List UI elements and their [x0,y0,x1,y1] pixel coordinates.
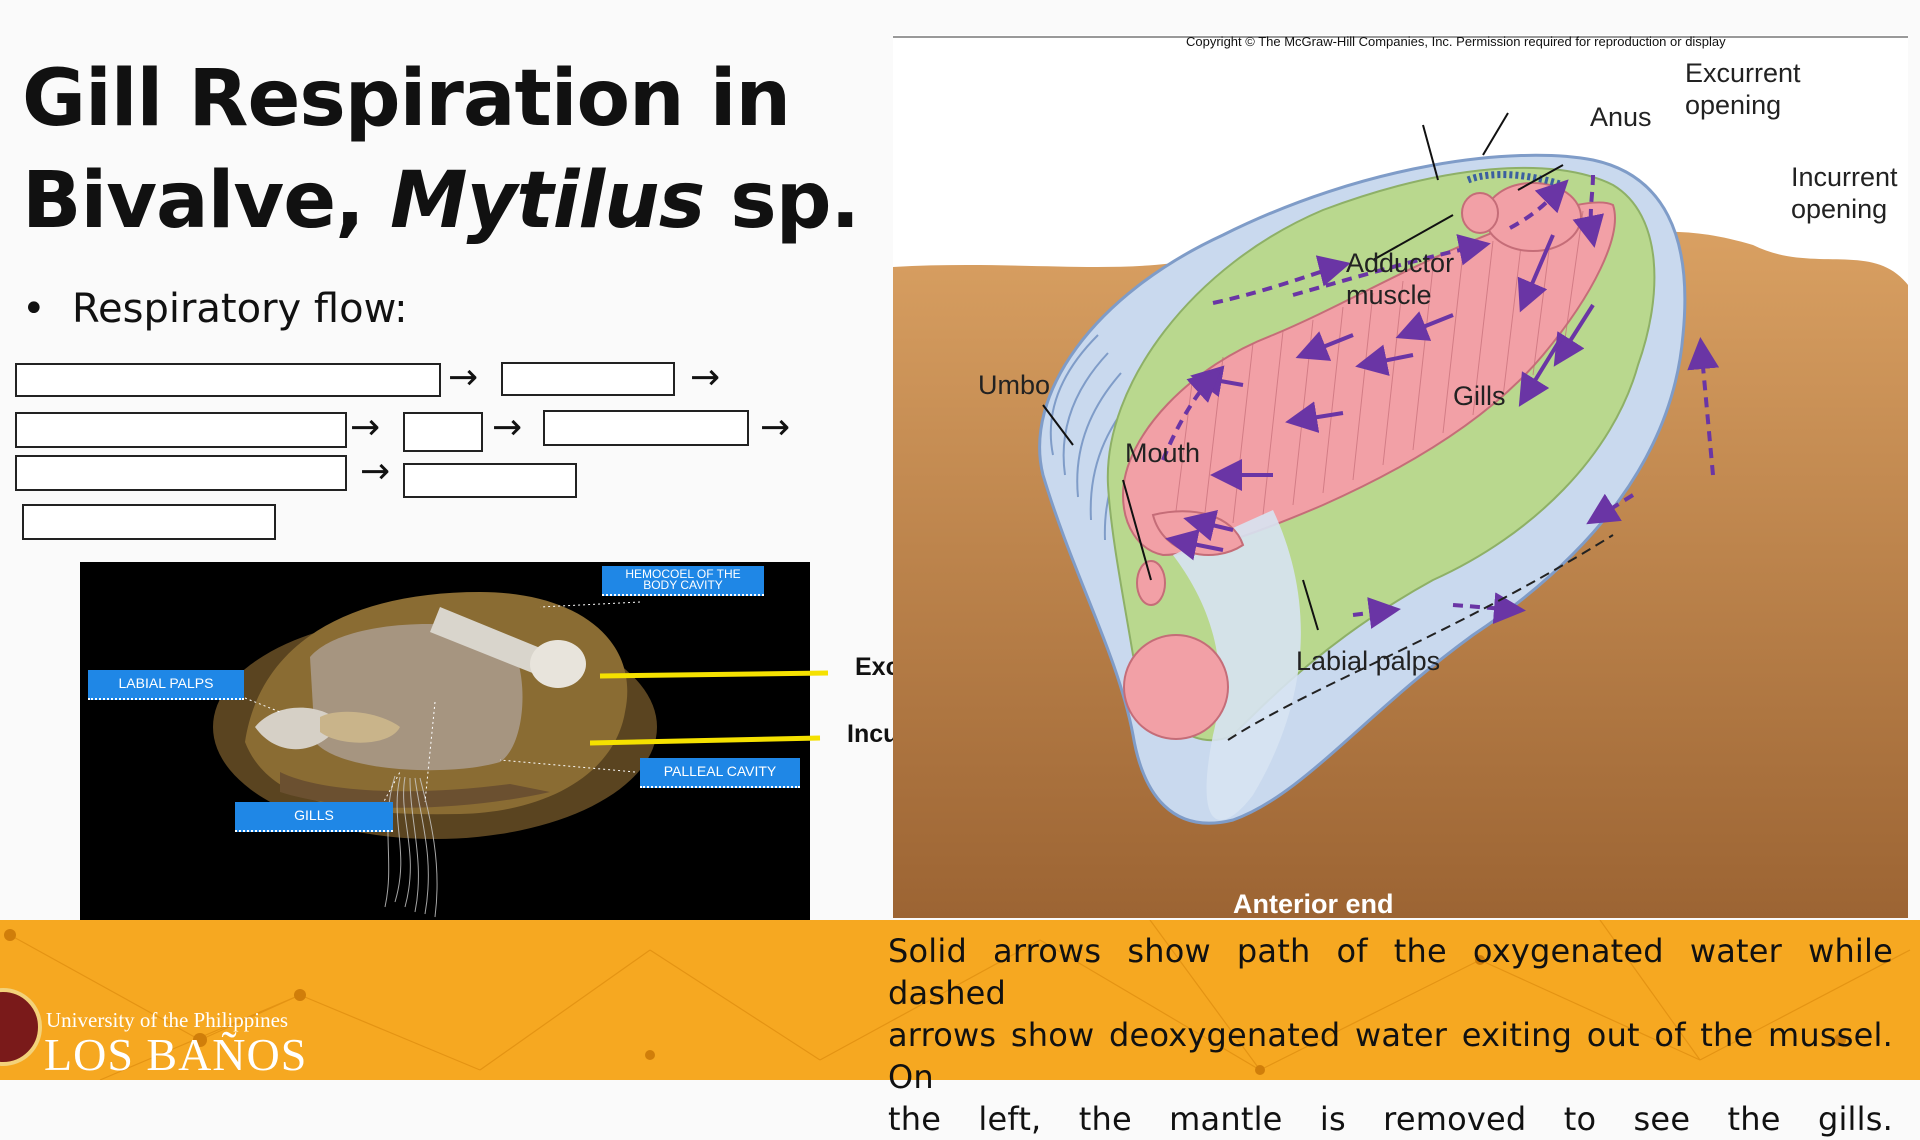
leader-lines [1042,112,1564,631]
mouth-tissue [1136,560,1166,606]
tag-gills: GILLS [235,802,393,832]
siphon-pointer-lines [590,670,829,746]
slide-title: Gill Respiration in Bivalve, Mytilus sp. [22,48,882,252]
mussel-photo-illustration [213,592,657,918]
flow-arrow-6: → [360,451,391,492]
flow-blank-4 [403,412,483,452]
label-anterior-end: Anterior end [1233,889,1394,918]
title-genus: Mytilus [389,156,705,246]
mussel-anatomy-diagram: Copyright © The McGraw-Hill Companies, I… [893,35,1908,918]
incurrent-pointer-line [590,735,821,746]
anterior-adductor [1123,634,1229,740]
flow-arrow-5: → [760,407,791,448]
dashed-flow-arrows [1161,174,1720,629]
label-labial-palps: Labial palps [1296,646,1440,676]
footer-band [0,920,1920,1080]
label-mouth: Mouth [1125,438,1200,468]
label-gills: Gills [1453,381,1506,411]
foot [1173,510,1301,820]
flow-blank-7 [403,463,577,498]
flow-blank-3 [15,412,347,448]
label-adductor-line1: Adductor [1346,248,1454,278]
label-adductor-line2: muscle [1346,280,1432,310]
university-name-small: University of the Philippines [46,1008,289,1032]
flow-blank-1 [15,363,441,397]
label-excurrent-line2: opening [1685,90,1781,120]
caption-line-2: arrows show deoxygenated water exiting o… [888,1016,1893,1096]
flow-arrow-4: → [492,407,523,448]
flow-arrow-3: → [350,407,381,448]
label-incurrent-line2: opening [1791,194,1887,224]
title-line-2-plain: Bivalve, [22,156,390,246]
title-line-2-end: sp. [704,156,860,246]
slide: Gill Respiration in Bivalve, Mytilus sp.… [0,35,1920,1138]
copyright-notice: Copyright © The McGraw-Hill Companies, I… [1186,35,1726,49]
bullet-marker: • [22,286,46,332]
figure-caption: Solid arrows show path of the oxygenated… [888,930,1893,1140]
excurrent-pointer-line [599,670,829,679]
label-excurrent-line1: Excurrent [1685,58,1801,88]
flow-blank-8 [22,504,276,540]
flow-arrow-2: → [690,357,721,398]
label-incurrent-line1: Incurrent [1791,162,1898,192]
flow-blank-6 [15,455,347,491]
tag-palleal-cavity: PALLEAL CAVITY [640,758,800,788]
flow-blank-2 [501,362,675,396]
label-umbo: Umbo [978,370,1050,400]
tag-labial-palps: LABIAL PALPS [88,670,244,700]
network-pattern [4,920,1911,1080]
flow-arrow-1: → [448,357,479,398]
title-line-1: Gill Respiration in [22,54,791,144]
label-anus: Anus [1590,102,1652,132]
bullet-text: Respiratory flow: [72,286,408,332]
caption-line-3: the left, the mantle is removed to see t… [888,1100,1893,1138]
anal-tissue [1461,192,1499,234]
bullet-item: • Respiratory flow: [22,286,408,332]
mantle-edge-line [1227,534,1614,741]
flow-blank-5 [543,410,749,446]
posterior-adductor [1484,182,1582,252]
university-name-big: LOS BAÑOS [44,1029,308,1080]
tag-hemocoel: HEMOCOEL OF THE BODY CAVITY [602,566,764,596]
caption-line-1: Solid arrows show path of the oxygenated… [888,932,1893,1012]
